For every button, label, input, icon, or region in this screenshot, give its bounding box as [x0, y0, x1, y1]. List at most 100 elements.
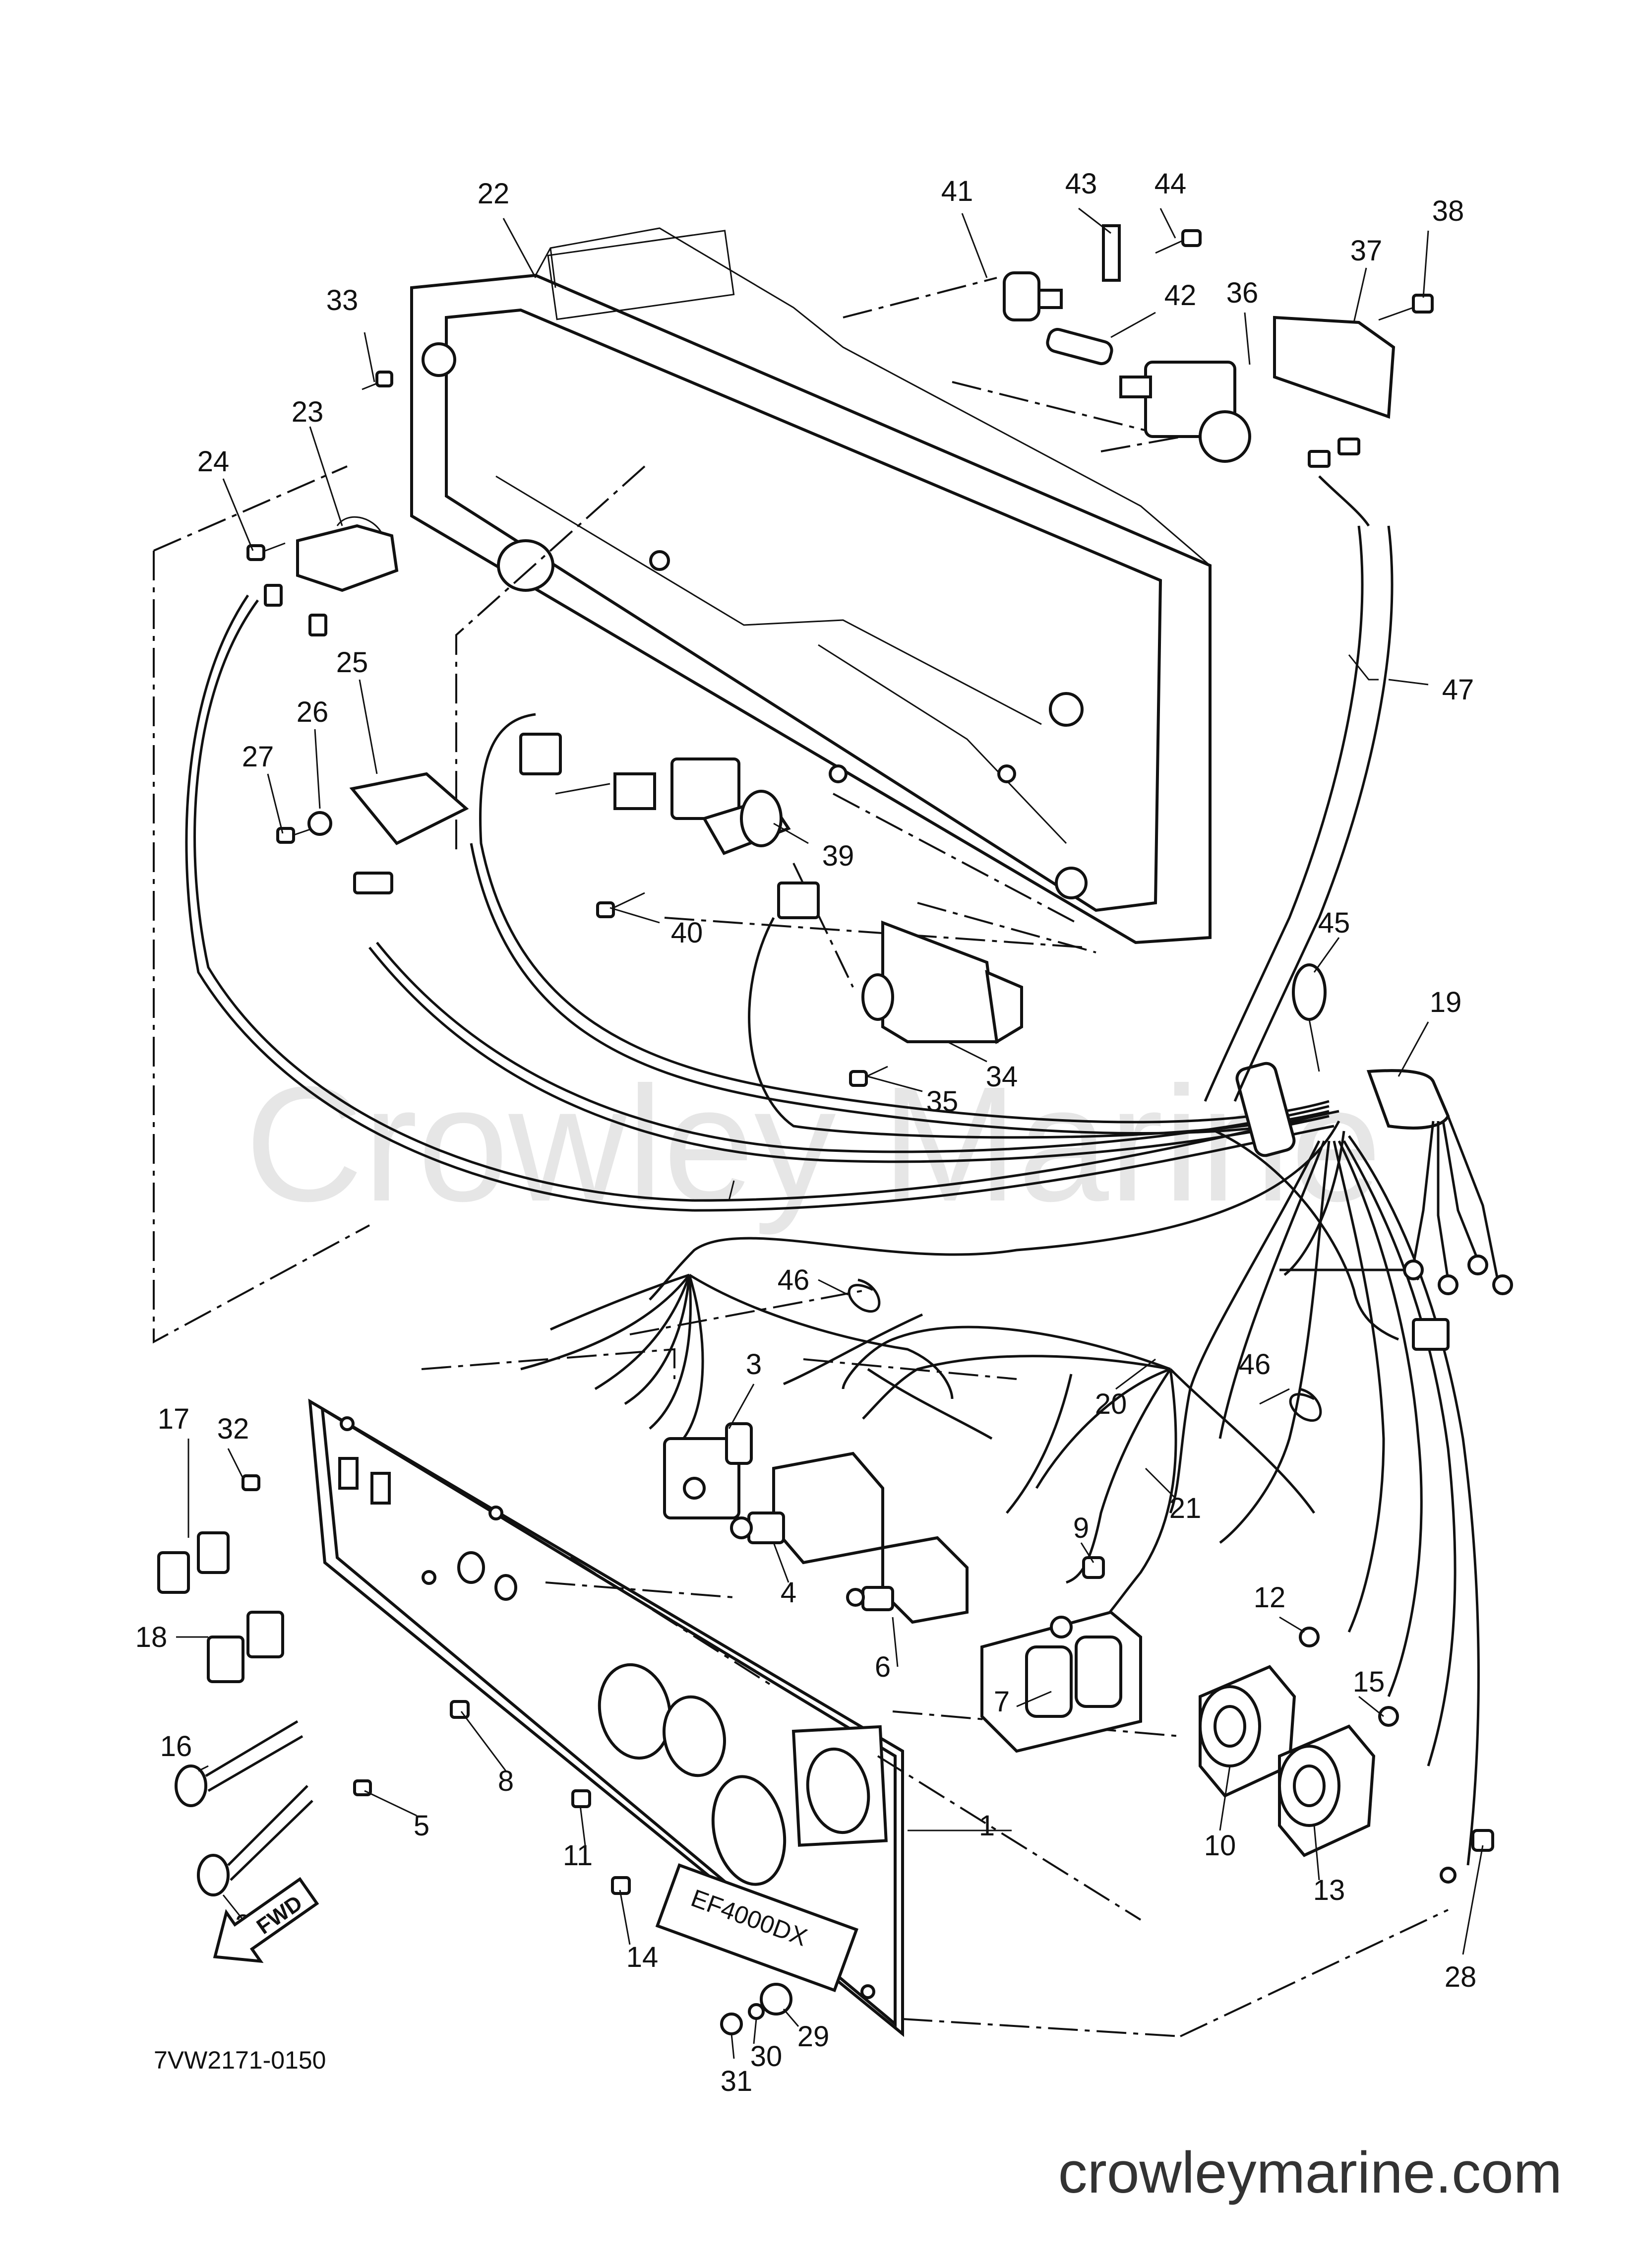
part-2-lamp: [197, 1785, 313, 1896]
callout-9: 9: [1073, 1512, 1089, 1544]
part-46-clip-b: [1289, 1387, 1322, 1422]
callout-18: 18: [135, 1621, 168, 1653]
wire-harness: [185, 594, 1480, 1866]
callout-41: 41: [941, 175, 973, 207]
diagram-part-number: 7VW2171-0150: [154, 2046, 326, 2074]
part-43-plate: [1102, 224, 1121, 282]
callout-labels: 1 2 3 4 5 6 7 8 9 10 11 12 13 14 15 16 1…: [135, 168, 1477, 2097]
part-10-socket: [1199, 1665, 1296, 1798]
part-45-clip: [1292, 963, 1327, 1072]
terminal-b: [308, 614, 327, 636]
callout-13: 13: [1313, 1874, 1345, 1906]
part-9-screw: [1082, 1556, 1105, 1579]
part-41-mount: [1003, 271, 1063, 321]
part-12-nut: [1299, 1627, 1320, 1647]
part-28-screw: [1440, 1829, 1494, 1884]
callout-6: 6: [875, 1651, 891, 1683]
part-32-screw: [242, 1474, 260, 1491]
callout-23: 23: [292, 396, 324, 428]
part-27-screw: [276, 827, 310, 844]
callout-16: 16: [160, 1730, 192, 1763]
callout-1: 1: [979, 1810, 995, 1842]
part-13-socket: [1278, 1724, 1376, 1857]
callout-45: 45: [1318, 907, 1350, 939]
callout-44: 44: [1154, 168, 1187, 200]
connector-upper: [519, 733, 562, 775]
part-11-screw: [571, 1789, 591, 1808]
part-40-screw: [596, 892, 645, 918]
control-box-frame: [410, 227, 1212, 945]
callout-21: 21: [1169, 1492, 1202, 1524]
assembly-lines: [153, 277, 1449, 2037]
part-25-plate: [349, 772, 469, 845]
callout-40: 40: [671, 917, 703, 949]
callout-12: 12: [1254, 1581, 1286, 1614]
callout-35: 35: [926, 1085, 959, 1118]
part-31-nut: [720, 2013, 743, 2035]
callout-19: 19: [1430, 986, 1462, 1018]
callout-39: 39: [822, 840, 854, 872]
callout-34: 34: [986, 1061, 1018, 1093]
part-16-lamp: [175, 1720, 304, 1807]
watermark: Crowley Marine: [245, 1052, 1382, 1236]
callout-46a: 46: [778, 1264, 810, 1296]
callout-46b: 46: [1239, 1348, 1271, 1381]
part-44-screw: [1155, 229, 1202, 254]
callout-28: 28: [1445, 1961, 1477, 1993]
connector-left: [353, 872, 393, 894]
part-36-switch: [1119, 361, 1251, 463]
part-30-washer: [748, 2003, 765, 2020]
callout-26: 26: [297, 696, 329, 728]
part-26-washer: [307, 811, 332, 836]
part-33-screw: [362, 371, 393, 390]
callout-37: 37: [1350, 235, 1383, 267]
part-38-screw: [1378, 294, 1434, 321]
part-39-component: [555, 757, 791, 855]
callout-43: 43: [1065, 168, 1097, 200]
callout-38: 38: [1432, 195, 1464, 227]
callout-17: 17: [158, 1403, 190, 1435]
part-4-switch: [730, 1451, 884, 1565]
callout-5: 5: [414, 1810, 429, 1842]
callout-3: 3: [746, 1348, 762, 1381]
part-7-receptacle: [980, 1610, 1142, 1753]
callout-31: 31: [721, 2065, 753, 2097]
part-17-switch: [157, 1531, 230, 1594]
part-3-breaker: [663, 1422, 753, 1519]
callout-4: 4: [781, 1576, 796, 1609]
part-15-nut: [1378, 1706, 1399, 1727]
callout-7: 7: [994, 1686, 1010, 1718]
part-14-screw: [611, 1876, 631, 1895]
callout-15: 15: [1353, 1666, 1385, 1698]
part-6-switch: [846, 1536, 969, 1624]
callout-10: 10: [1204, 1829, 1236, 1862]
callout-29: 29: [797, 2020, 830, 2053]
callout-25: 25: [336, 646, 368, 679]
terminal-a: [264, 584, 283, 607]
callout-47: 47: [1442, 674, 1474, 706]
thick-cable: [1204, 438, 1394, 1102]
callout-36: 36: [1226, 277, 1259, 309]
part-46-clip-a: [848, 1278, 881, 1313]
part-18-switch: [207, 1611, 284, 1683]
callout-8: 8: [498, 1765, 514, 1797]
callout-14: 14: [626, 1941, 659, 1973]
part-29-grommet: [760, 1983, 792, 2016]
site-url: crowleymarine.com: [1058, 2140, 1562, 2205]
callout-33: 33: [326, 284, 359, 316]
callout-11: 11: [563, 1839, 593, 1872]
callout-22: 22: [478, 178, 510, 210]
connector-lower: [777, 882, 820, 919]
part-35-screw: [849, 1066, 888, 1087]
part-8-screw: [450, 1700, 470, 1719]
callout-30: 30: [750, 2040, 783, 2073]
callout-42: 42: [1164, 279, 1197, 312]
part-34-component: [861, 920, 1023, 1044]
part-24-screw: [246, 542, 286, 561]
part-37-bracket: [1273, 315, 1396, 419]
callout-32: 32: [217, 1413, 249, 1445]
part-23-relay: [296, 516, 399, 592]
callout-24: 24: [197, 445, 230, 478]
